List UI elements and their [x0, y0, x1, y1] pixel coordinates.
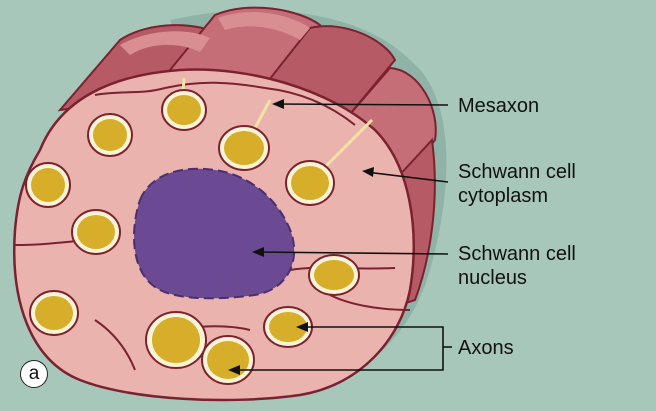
schwann-cell-nucleus	[133, 167, 296, 300]
label-mesaxon: Mesaxon	[458, 95, 540, 117]
label-schwann-cell-cytoplasm: Schwann cell cytoplasm	[458, 161, 576, 207]
axon	[263, 306, 313, 348]
axon	[201, 335, 255, 385]
axon	[87, 113, 133, 157]
tube-segment	[343, 66, 437, 187]
axon	[29, 290, 79, 336]
mesaxon	[252, 99, 272, 131]
leader-mesaxon	[274, 103, 449, 106]
axon	[71, 209, 121, 255]
tube-highlight	[218, 12, 310, 40]
leader-arrowheads	[228, 99, 374, 375]
axon	[25, 162, 71, 208]
leader-lines	[232, 103, 452, 371]
axon	[285, 160, 335, 206]
label-schwann-cell-nucleus: Schwann cell nucleus	[458, 243, 576, 289]
leader-axons-bracket	[232, 326, 444, 371]
axon	[218, 125, 270, 171]
leader-nucleus	[254, 251, 449, 255]
axon	[161, 89, 207, 131]
tube-highlight	[120, 31, 210, 55]
label-axons: Axons	[458, 337, 514, 359]
mesaxon	[318, 118, 374, 174]
panel-letter: a	[20, 360, 48, 388]
axon	[308, 254, 360, 296]
axon	[145, 311, 207, 369]
leader-cytoplasm	[365, 171, 449, 183]
